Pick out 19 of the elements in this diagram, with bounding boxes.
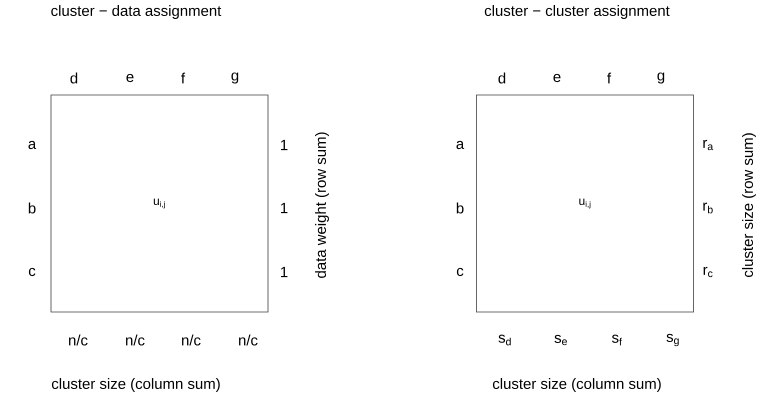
matrix-box: u$_{i,j}$: [50, 94, 268, 312]
row-label: b: [28, 202, 36, 214]
column-sum-label: n/c: [182, 334, 201, 346]
column-sum-label: s$_{g}$: [666, 334, 679, 346]
column-sum-label: n/c: [239, 334, 258, 346]
axis-title: cluster size (column sum): [492, 378, 661, 392]
column-sum-label: n/c: [126, 334, 145, 346]
column-sum-label: s$_{f}$: [612, 334, 622, 346]
axis-title: cluster size (column sum): [52, 378, 220, 392]
axis-title: cluster size (row sum): [742, 133, 756, 278]
row-label: c: [28, 268, 36, 276]
panel-title: cluster − data assignment: [51, 5, 222, 19]
panel-title: cluster − cluster assignment: [484, 5, 670, 19]
column-sum-label: s$_{e}$: [554, 334, 567, 346]
row-label: a: [28, 140, 36, 150]
column-sum-label: n/c: [69, 334, 88, 346]
axis-title: data weight (row sum): [315, 132, 329, 278]
column-sum-label: s$_{d}$: [498, 334, 511, 346]
matrix-box: u$_{i,j}$: [476, 94, 694, 312]
